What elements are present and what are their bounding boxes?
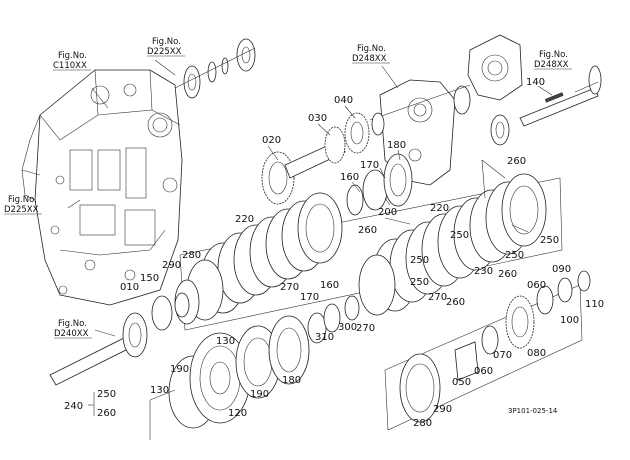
part-280-a[interactable]: 280 <box>182 250 201 261</box>
kit-child-260[interactable]: 260 <box>97 408 116 419</box>
part-240[interactable]: 240 <box>64 401 83 412</box>
part-060-b[interactable]: 060 <box>474 366 493 377</box>
leader-lines <box>67 59 553 337</box>
part-200[interactable]: 200 <box>378 207 397 218</box>
part-030[interactable]: 030 <box>308 113 327 124</box>
part-220-a[interactable]: 220 <box>235 214 254 225</box>
document-code: 3P101-025-14 <box>508 407 558 415</box>
part-130-a[interactable]: 130 <box>216 336 235 347</box>
lower-right-gear-group <box>384 270 591 431</box>
part-310[interactable]: 310 <box>315 332 334 343</box>
part-190-a[interactable]: 190 <box>170 364 189 375</box>
part-170-b[interactable]: 170 <box>300 292 319 303</box>
svg-text:Fig.No.: Fig.No. <box>539 50 568 60</box>
fig-ref-d248-a[interactable]: Fig.No. D248XX <box>352 44 390 64</box>
part-120[interactable]: 120 <box>228 408 247 419</box>
svg-text:D248XX: D248XX <box>534 60 569 70</box>
part-090[interactable]: 090 <box>552 264 571 275</box>
svg-text:C110XX: C110XX <box>53 61 87 71</box>
part-callouts: 020 030 040 140 160 170 180 200 220 220 … <box>120 77 604 429</box>
part-260-a[interactable]: 260 <box>507 156 526 167</box>
svg-text:D225XX: D225XX <box>147 47 182 57</box>
part-250-b[interactable]: 250 <box>410 255 429 266</box>
part-270-b[interactable]: 270 <box>428 292 447 303</box>
part-100[interactable]: 100 <box>560 315 579 326</box>
part-040[interactable]: 040 <box>334 95 353 106</box>
part-270-c[interactable]: 270 <box>356 323 375 334</box>
pto-housing <box>369 34 523 186</box>
part-180-a[interactable]: 180 <box>387 140 406 151</box>
fig-ref-d240[interactable]: Fig.No. D240XX <box>54 319 92 339</box>
right-clutch-pack <box>358 173 547 316</box>
transmission-case <box>21 69 183 306</box>
shaft-140 <box>519 65 602 127</box>
part-170-a[interactable]: 170 <box>360 160 379 171</box>
gear-stack <box>261 112 385 205</box>
kit-child-250[interactable]: 250 <box>97 389 116 400</box>
part-080[interactable]: 080 <box>527 348 546 359</box>
part-270-a[interactable]: 270 <box>280 282 299 293</box>
fig-ref-d225-top[interactable]: Fig.No. D225XX <box>147 37 185 57</box>
fig-ref-d225-left[interactable]: Fig.No. D225XX <box>4 195 42 215</box>
part-230[interactable]: 230 <box>474 266 493 277</box>
kit-callout-240[interactable]: 240 250 260 <box>64 389 116 419</box>
main-shaft-group <box>49 292 190 386</box>
part-300[interactable]: 300 <box>338 322 357 333</box>
svg-text:D248XX: D248XX <box>352 54 387 64</box>
part-150[interactable]: 150 <box>140 273 159 284</box>
part-140[interactable]: 140 <box>526 77 545 88</box>
part-070[interactable]: 070 <box>493 350 512 361</box>
svg-text:Fig.No.: Fig.No. <box>152 37 181 47</box>
part-280-b[interactable]: 280 <box>413 418 432 429</box>
part-250-a[interactable]: 250 <box>540 235 559 246</box>
part-020[interactable]: 020 <box>262 135 281 146</box>
svg-text:Fig.No.: Fig.No. <box>8 195 37 205</box>
part-050[interactable]: 050 <box>452 377 471 388</box>
part-160-a[interactable]: 160 <box>340 172 359 183</box>
svg-text:Fig.No.: Fig.No. <box>58 51 87 61</box>
part-250-c[interactable]: 250 <box>450 230 469 241</box>
part-260-b[interactable]: 260 <box>358 225 377 236</box>
part-160-b[interactable]: 160 <box>320 280 339 291</box>
svg-text:D225XX: D225XX <box>4 205 39 215</box>
part-290-a[interactable]: 290 <box>162 260 181 271</box>
fig-ref-d248-b[interactable]: Fig.No. D248XX <box>534 50 572 70</box>
clutch-drum <box>149 295 360 440</box>
part-260-d[interactable]: 260 <box>498 269 517 280</box>
svg-text:D240XX: D240XX <box>54 329 89 339</box>
part-010[interactable]: 010 <box>120 282 139 293</box>
part-190-b[interactable]: 190 <box>250 389 269 400</box>
part-060-a[interactable]: 060 <box>527 280 546 291</box>
part-220-b[interactable]: 220 <box>430 203 449 214</box>
part-110[interactable]: 110 <box>585 299 604 310</box>
part-250-e[interactable]: 250 <box>410 277 429 288</box>
upper-clutch-pack <box>174 153 563 331</box>
top-bearing-group <box>174 38 256 99</box>
part-290-b[interactable]: 290 <box>433 404 452 415</box>
part-260-c[interactable]: 260 <box>446 297 465 308</box>
svg-text:Fig.No.: Fig.No. <box>357 44 386 54</box>
part-250-d[interactable]: 250 <box>505 250 524 261</box>
fig-ref-c110[interactable]: Fig.No. C110XX <box>53 51 91 71</box>
part-130-b[interactable]: 130 <box>150 385 169 396</box>
svg-text:Fig.No.: Fig.No. <box>58 319 87 329</box>
part-180-b[interactable]: 180 <box>282 375 301 386</box>
